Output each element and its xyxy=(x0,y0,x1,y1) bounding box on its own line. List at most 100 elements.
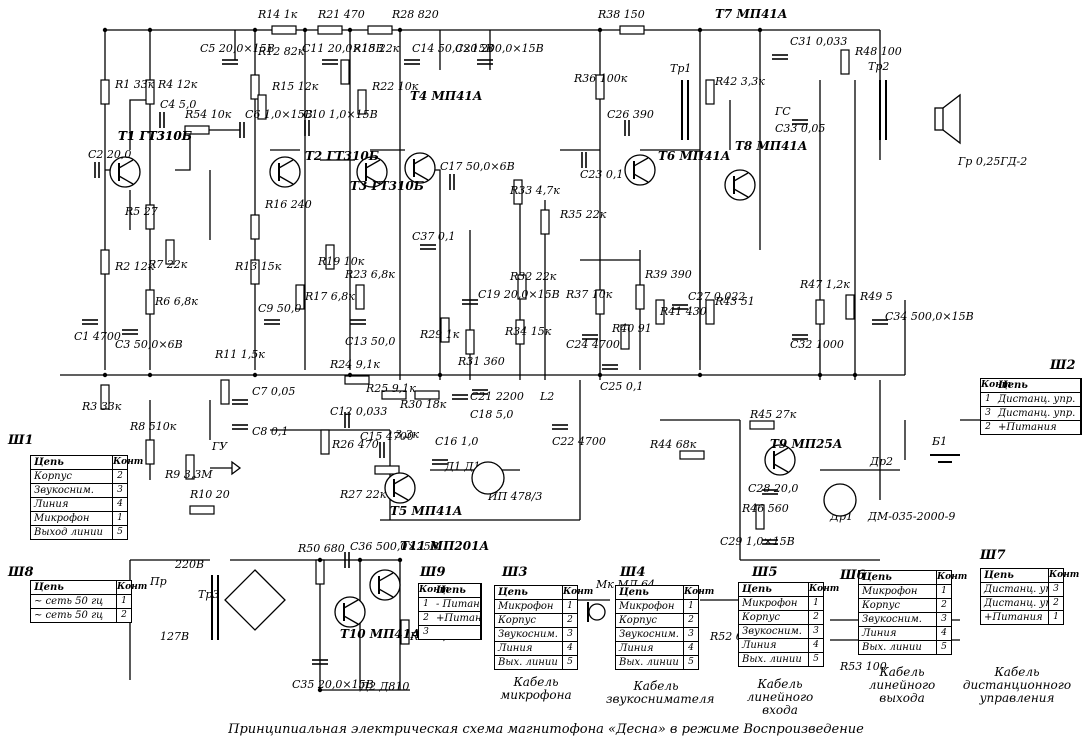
connector-row: Дистанц. упр.3 xyxy=(981,583,1063,597)
label-c31: C31 0,033 xyxy=(790,35,847,48)
cable-line-in-label: Кабель линейного входа xyxy=(746,677,814,717)
label-dr2: Др2 xyxy=(869,455,893,468)
resistor-r48 xyxy=(840,49,850,75)
transistor-t3 xyxy=(356,156,388,188)
resistor-r34 xyxy=(515,319,525,345)
connector-pin: 4 xyxy=(688,643,694,653)
label-c35: C35 20,0×15В xyxy=(292,678,374,691)
label-c15: C15 4700 xyxy=(360,430,414,443)
connector-sh9-name: Ш9 xyxy=(420,565,446,580)
label-t1: T1 ГТ310Б xyxy=(118,129,192,143)
connector-pin: 4 xyxy=(567,643,573,653)
label-r16: R16 240 xyxy=(264,198,312,211)
connector-row: Дистанц. упр. 2 xyxy=(981,597,1063,611)
label-c4: C4 5,0 xyxy=(160,98,196,111)
resistor-r47 xyxy=(815,299,825,325)
transistor-t11 xyxy=(369,569,401,601)
connector-pin: 2 xyxy=(1053,598,1059,608)
resistor-r30 xyxy=(414,390,440,400)
transistor-t2 xyxy=(269,156,301,188)
connector-circuit: Дистанц. упр. xyxy=(981,597,1049,610)
label-c8: C8 0,1 xyxy=(252,425,288,438)
label-b1bat: Б1 xyxy=(931,435,947,448)
label-r3: R3 33к xyxy=(81,400,122,413)
label-r28b: 3,3к xyxy=(395,428,419,441)
cable-remote-label: Кабель дистанционного управления xyxy=(962,665,1072,705)
junction-dot xyxy=(252,27,258,33)
capacitor-c16 xyxy=(432,459,448,465)
transformer-tr1-icon xyxy=(681,80,689,140)
resistor-r21 xyxy=(317,25,343,35)
connector-circuit: Звукосним. xyxy=(616,628,684,641)
resistor-r45 xyxy=(749,420,775,430)
connector-circuit: Звукосним. xyxy=(739,625,809,638)
resistor-r39 xyxy=(635,284,645,310)
capacitor-c31 xyxy=(772,54,788,60)
resistor-r2 xyxy=(100,249,110,275)
connector-pin: 1 xyxy=(941,586,947,596)
resistor-r35 xyxy=(540,209,550,235)
label-r47: R47 1,2к xyxy=(799,278,850,291)
connector-pin: 4 xyxy=(813,640,819,650)
label-v220: 220В xyxy=(174,558,204,571)
label-t5: T5 МП41А xyxy=(390,504,463,518)
label-c10: C10 1,0×15В xyxy=(303,108,378,121)
connector-pin: 5 xyxy=(688,657,694,667)
resistor-r25 xyxy=(381,390,407,400)
battery-icon xyxy=(930,454,960,463)
resistor-r16 xyxy=(250,214,260,240)
connector-circuit: Микрофон xyxy=(31,512,113,525)
resistor-r8 xyxy=(145,439,155,465)
capacitor-c7 xyxy=(232,399,248,405)
connector-circuit: Линия xyxy=(616,642,684,655)
label-c29: C29 1,0×15В xyxy=(720,535,795,548)
junction-dot xyxy=(302,27,308,33)
junction-dot xyxy=(147,372,153,378)
junction-dot xyxy=(697,27,703,33)
label-r19: R19 10к xyxy=(317,255,365,268)
label-pr: Пр xyxy=(149,575,167,588)
connector-pin: 3 xyxy=(1053,584,1059,594)
connector-pin: 1 xyxy=(813,598,819,608)
resistor-r44 xyxy=(679,450,705,460)
label-r40: R40 91 xyxy=(611,322,652,335)
label-c27: C27 0,022 xyxy=(688,290,745,303)
capacitor-c4 xyxy=(159,112,165,128)
connector-pin: 5 xyxy=(117,527,123,537)
connector-row: 2+Питания xyxy=(419,612,481,626)
transistor-t5 xyxy=(384,472,416,504)
label-r2: R2 12к xyxy=(114,260,155,273)
label-gu: ГУ xyxy=(211,440,228,453)
label-r17: R17 6,8к xyxy=(304,290,355,303)
connector-row: Звукосним.3 xyxy=(739,625,823,639)
transformer-tr2-icon xyxy=(879,80,887,140)
connector-row: 2+Питания xyxy=(981,421,1081,434)
resistor-r46 xyxy=(755,504,765,530)
label-r31: R31 360 xyxy=(457,355,505,368)
resistor-r41 xyxy=(655,299,665,325)
label-t10: T10 МП41А xyxy=(340,627,421,641)
junction-dot xyxy=(852,372,858,378)
connector-circuit: +Питания xyxy=(995,421,1081,434)
label-c28: C28 20,0 xyxy=(748,482,798,495)
connector-circuit: Вых. линии xyxy=(859,641,937,654)
connector-sh6-name: Ш6 xyxy=(840,568,866,583)
connector-row: Звукосним.3 xyxy=(495,628,577,642)
label-r11: R11 1,5к xyxy=(214,348,265,361)
connector-circuit: Корпус xyxy=(616,614,684,627)
transistor-t8 xyxy=(724,169,756,201)
label-r10: R10 20 xyxy=(189,488,230,501)
label-c13: C13 50,0 xyxy=(345,335,395,348)
resistor-r42 xyxy=(705,79,715,105)
label-t1: T1 ГТ310Б xyxy=(118,129,192,143)
